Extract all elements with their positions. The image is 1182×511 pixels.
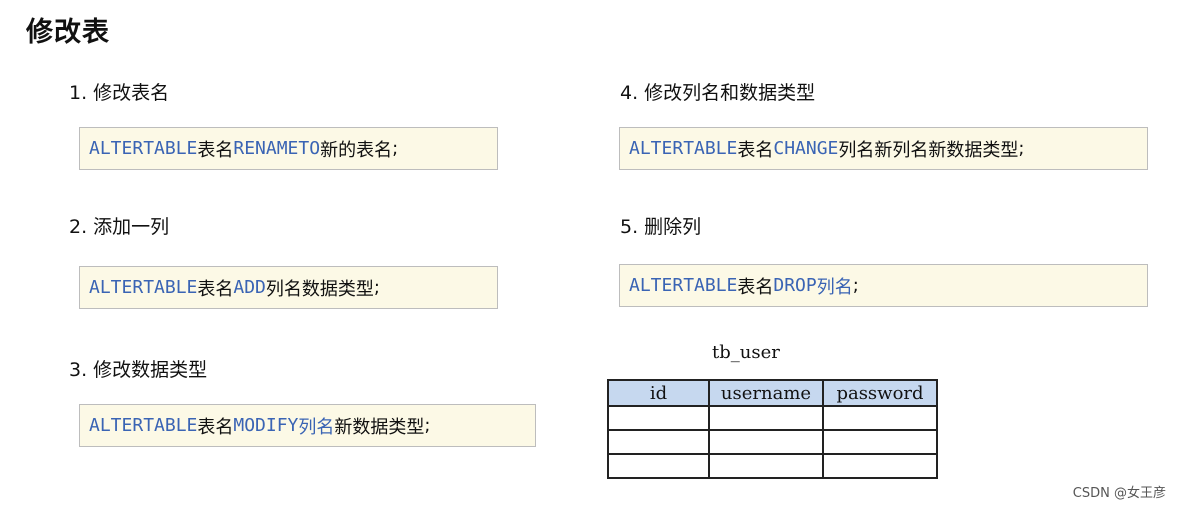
semicolon: ; bbox=[852, 275, 859, 296]
keyword-alter: ALTER bbox=[89, 138, 144, 159]
placeholder-new-data-type: 新数据类型 bbox=[334, 416, 425, 438]
code-rename-table: ALTER TABLE 表名 RENAME TO 新的表名; bbox=[79, 127, 498, 170]
placeholder-table-name: 表名 bbox=[737, 276, 774, 298]
table-header-row: id username password bbox=[607, 379, 938, 407]
table-cell bbox=[708, 453, 824, 479]
placeholder-table-name: 表名 bbox=[197, 139, 234, 161]
tb-user-table: id username password bbox=[607, 379, 938, 479]
keyword-table: TABLE bbox=[143, 277, 198, 298]
column-header-password: password bbox=[822, 379, 938, 407]
semicolon: ; bbox=[424, 415, 431, 436]
keyword-alter: ALTER bbox=[629, 138, 684, 159]
semicolon: ; bbox=[1018, 138, 1025, 159]
table-row bbox=[607, 453, 938, 479]
keyword-table: TABLE bbox=[683, 138, 738, 159]
table-row bbox=[607, 405, 938, 431]
step-add-column-heading: 2. 添加一列 bbox=[69, 216, 170, 238]
table-cell bbox=[822, 405, 938, 431]
table-cell bbox=[822, 453, 938, 479]
watermark: CSDN @女王彦 bbox=[1072, 486, 1166, 501]
placeholder-new-table-name: 新的表名 bbox=[320, 139, 393, 161]
placeholder-table-name: 表名 bbox=[197, 416, 234, 438]
table-row bbox=[607, 429, 938, 455]
semicolon: ; bbox=[373, 277, 380, 298]
code-drop-column: ALTER TABLE 表名 DROP 列名; bbox=[619, 264, 1148, 307]
placeholder-new-column-name: 新列名 bbox=[874, 139, 929, 161]
table-cell bbox=[607, 405, 710, 431]
step-change-column-heading: 4. 修改列名和数据类型 bbox=[620, 82, 816, 104]
keyword-table: TABLE bbox=[143, 138, 198, 159]
semicolon: ; bbox=[392, 138, 399, 159]
table-cell bbox=[708, 405, 824, 431]
keyword-modify: MODIFY bbox=[233, 415, 299, 436]
table-cell bbox=[607, 429, 710, 455]
keyword-alter: ALTER bbox=[89, 277, 144, 298]
code-modify-column: ALTER TABLE 表名 MODIFY 列名 新数据类型; bbox=[79, 404, 536, 447]
placeholder-data-type: 数据类型 bbox=[301, 278, 374, 300]
code-change-column: ALTER TABLE 表名 CHANGE 列名 新列名 新数据类型; bbox=[619, 127, 1148, 170]
step-drop-column-heading: 5. 删除列 bbox=[620, 216, 702, 238]
keyword-to: TO bbox=[298, 138, 321, 159]
table-cell bbox=[822, 429, 938, 455]
keyword-alter: ALTER bbox=[629, 275, 684, 296]
placeholder-column-name: 列名 bbox=[838, 139, 875, 161]
placeholder-column-name: 列名 bbox=[298, 416, 335, 438]
keyword-table: TABLE bbox=[683, 275, 738, 296]
table-cell bbox=[708, 429, 824, 455]
placeholder-table-name: 表名 bbox=[737, 139, 774, 161]
keyword-rename: RENAME bbox=[233, 138, 299, 159]
placeholder-column-name: 列名 bbox=[816, 276, 853, 298]
page-title: 修改表 bbox=[26, 17, 110, 48]
keyword-table: TABLE bbox=[143, 415, 198, 436]
keyword-change: CHANGE bbox=[773, 138, 839, 159]
keyword-drop: DROP bbox=[773, 275, 817, 296]
step-rename-heading: 1. 修改表名 bbox=[69, 82, 170, 104]
column-header-id: id bbox=[607, 379, 710, 407]
keyword-add: ADD bbox=[233, 277, 266, 298]
step-modify-type-heading: 3. 修改数据类型 bbox=[69, 359, 208, 381]
code-add-column: ALTER TABLE 表名 ADD 列名 数据类型; bbox=[79, 266, 498, 309]
column-header-username: username bbox=[708, 379, 824, 407]
placeholder-table-name: 表名 bbox=[197, 278, 234, 300]
placeholder-new-data-type: 新数据类型 bbox=[928, 139, 1019, 161]
placeholder-column-name: 列名 bbox=[265, 278, 302, 300]
keyword-alter: ALTER bbox=[89, 415, 144, 436]
table-cell bbox=[607, 453, 710, 479]
table-caption: tb_user bbox=[712, 342, 780, 363]
